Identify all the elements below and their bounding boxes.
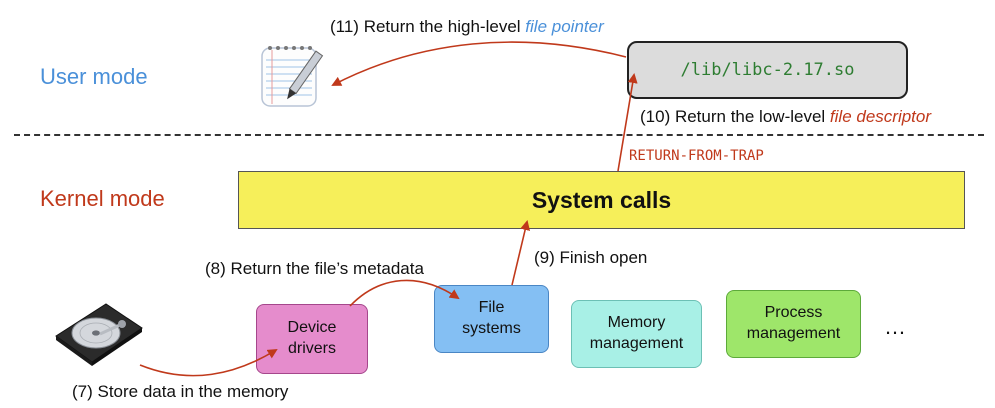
memory-management-box: Memory management xyxy=(571,300,702,368)
notepad-icon xyxy=(261,46,324,107)
arrow-filesystems-to-syscalls xyxy=(511,220,531,286)
kernel-mode-label: Kernel mode xyxy=(40,186,165,211)
step-7-caption: (7) Store data in the memory xyxy=(72,382,289,401)
process-management-line1: Process xyxy=(764,304,823,322)
user-mode-label: User mode xyxy=(40,64,148,89)
more-subsystems-ellipsis: … xyxy=(884,314,906,339)
mode-divider xyxy=(14,134,984,136)
step-11-text: (11) Return the high-level xyxy=(330,17,526,36)
file-pointer-term: file pointer xyxy=(525,17,604,36)
arrow-disk-to-drivers xyxy=(139,348,278,377)
memory-management-line2: management xyxy=(589,335,684,352)
device-drivers-box: Device drivers xyxy=(256,304,368,374)
step-8-caption: (8) Return the file’s metadata xyxy=(205,259,424,278)
libc-path: /lib/libc-2.17.so xyxy=(680,60,855,80)
file-descriptor-term: file descriptor xyxy=(829,107,932,126)
process-management-line2: management xyxy=(746,325,841,342)
arrow-syscalls-to-libc xyxy=(617,73,638,172)
step-9-caption: (9) Finish open xyxy=(534,248,648,267)
step-10-caption: (10) Return the low-level file descripto… xyxy=(640,107,931,127)
device-drivers-line1: Device xyxy=(287,319,337,337)
libc-library-box: /lib/libc-2.17.so xyxy=(627,41,908,99)
system-calls-bar: System calls xyxy=(238,171,965,229)
file-systems-line1: File xyxy=(478,299,505,317)
step-10-text: (10) Return the low-level xyxy=(640,107,830,126)
memory-management-line1: Memory xyxy=(607,314,666,332)
arrow-drivers-to-filesystems xyxy=(349,279,460,307)
step-11-caption: (11) Return the high-level file pointer xyxy=(330,17,604,37)
device-drivers-line2: drivers xyxy=(287,340,336,357)
return-from-trap-label: RETURN-FROM-TRAP xyxy=(629,148,764,164)
process-management-box: Process management xyxy=(726,290,861,358)
system-calls-label: System calls xyxy=(531,186,672,213)
file-systems-line2: systems xyxy=(462,320,521,337)
hard-disk-icon xyxy=(55,303,143,366)
arrow-libc-to-notepad xyxy=(331,41,627,86)
